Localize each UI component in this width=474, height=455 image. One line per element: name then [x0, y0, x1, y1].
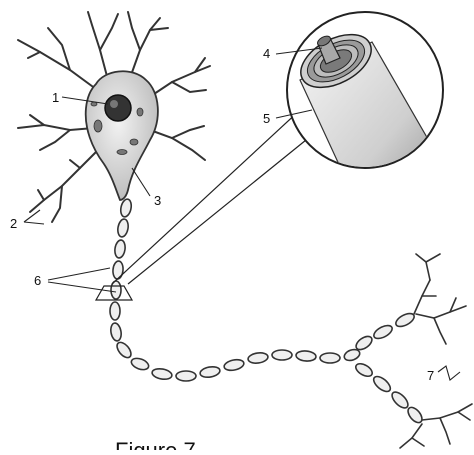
leader-2 — [24, 210, 44, 224]
nucleolus — [110, 100, 118, 108]
label-1: 1 — [52, 90, 59, 105]
myelin-inset — [287, 12, 443, 210]
label-6: 6 — [34, 273, 41, 288]
label-2: 2 — [10, 216, 17, 231]
label-5: 5 — [263, 111, 270, 126]
leader-3 — [132, 168, 150, 196]
cell-body — [86, 71, 158, 200]
leader-7 — [438, 366, 460, 380]
label-4: 4 — [263, 46, 270, 61]
axon — [110, 198, 425, 425]
label-7: 7 — [427, 368, 434, 383]
figure-caption: Figure 7 — [115, 438, 196, 450]
leader-6 — [48, 268, 116, 292]
nucleus — [105, 95, 131, 121]
label-3: 3 — [154, 193, 161, 208]
zoom-line-lower — [128, 140, 306, 284]
